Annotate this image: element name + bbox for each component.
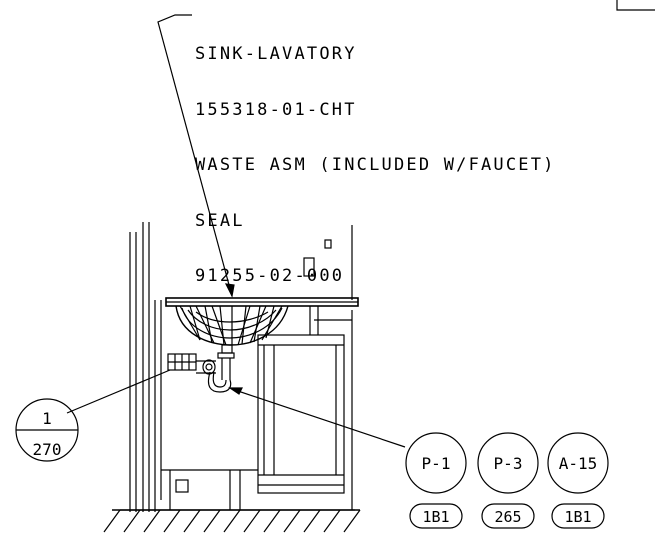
callout-line-seal: SEAL [195,210,245,231]
ref-leader-arrowhead [228,387,243,395]
ref-bubble-sheet: 265 [494,508,521,526]
detail-bubble-number: 1 [42,409,52,428]
waste-trap-piping [167,344,235,393]
callout-leader [157,14,233,297]
ref-bubble-p1: P-1 1B1 [405,432,467,529]
detail-bubble: 1 270 [15,398,79,462]
callout-arrowhead [224,283,235,298]
frame-corner [616,0,655,11]
cabinet-wall-structure [129,222,353,512]
ref-bubble-code: P-1 [422,454,451,473]
floor-hatching [103,509,361,533]
detail-bubble-leader [66,369,171,414]
callout-line-seal-number: 91255-02-000 [195,266,345,286]
part-callout-text: SINK-LAVATORY 155318-01-CHT WASTE ASM (I… [195,8,556,304]
ref-bubble-sheet: 1B1 [564,508,591,526]
cabinet-box [257,319,352,494]
sink-basin [175,305,289,346]
countertop [165,297,359,335]
callout-line-waste-assembly: WASTE ASM (INCLUDED W/FAUCET) [195,155,556,175]
small-window-right [324,239,332,249]
small-window-left [303,257,315,277]
detail-bubble-sheet: 270 [33,440,62,459]
ref-bubble-leader [231,388,406,448]
ref-bubble-sheet: 1B1 [422,508,449,526]
ref-bubble-code: A-15 [559,454,598,473]
callout-line-part-number: 155318-01-CHT [195,99,357,120]
ref-bubble-code: P-3 [494,454,523,473]
callout-line-part-name: SINK-LAVATORY [195,44,357,64]
ref-bubble-p3: P-3 265 [477,432,539,529]
ref-bubble-a15: A-15 1B1 [547,432,609,529]
